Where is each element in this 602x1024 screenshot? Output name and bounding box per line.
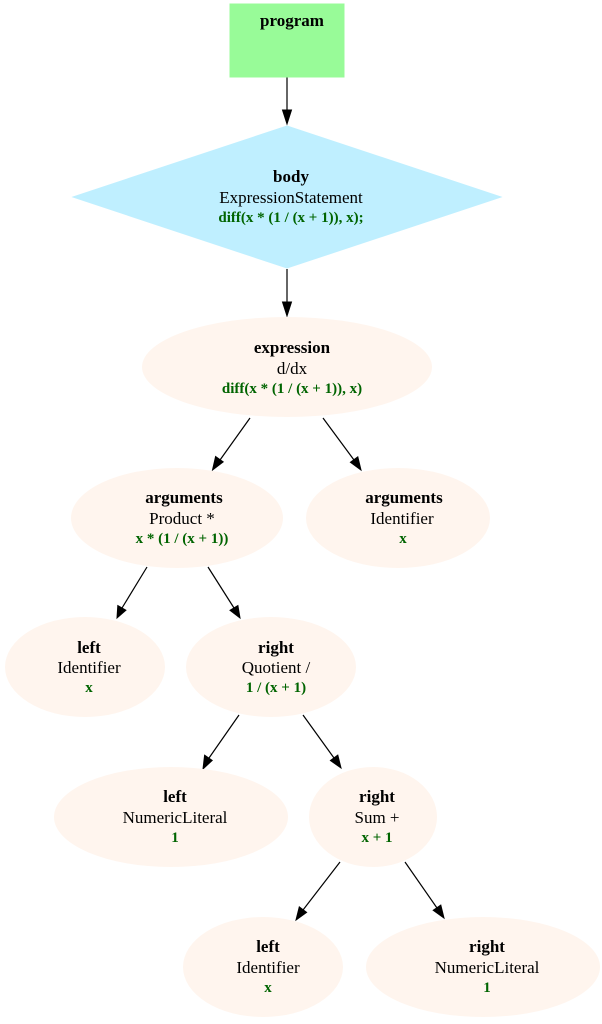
edge-sum-left — [295, 861, 341, 922]
node-left-identifier: left Identifier x — [5, 617, 165, 717]
node-program: program — [229, 3, 345, 78]
node-left-identifier-bottom: left Identifier x — [183, 917, 343, 1017]
node-right-quotient: right Quotient / 1 / (x + 1) — [186, 617, 356, 717]
node-kind: d/dx — [277, 359, 308, 378]
node-code: 1 — [171, 830, 179, 846]
node-code: x + 1 — [361, 830, 392, 846]
node-code: x — [85, 680, 93, 696]
body-diamond — [71, 125, 503, 269]
node-kind: NumericLiteral — [123, 808, 228, 827]
node-kind: Identifier — [236, 958, 300, 977]
edge-expression-arguments-product — [211, 417, 251, 472]
node-role: left — [163, 787, 187, 806]
node-kind: ExpressionStatement — [219, 188, 363, 207]
node-expression: expression d/dx diff(x * (1 / (x + 1)), … — [142, 317, 432, 417]
node-ellipse — [142, 317, 432, 417]
node-role: right — [469, 937, 505, 956]
edge-quotient-left — [202, 714, 240, 771]
node-right-sum: right Sum + x + 1 — [309, 767, 437, 867]
edge-product-left — [116, 566, 148, 620]
node-body: body ExpressionStatement diff(x * (1 / (… — [71, 125, 503, 269]
node-role: arguments — [365, 488, 443, 507]
node-ellipse — [309, 767, 437, 867]
node-role: left — [256, 937, 280, 956]
edge-sum-right — [404, 861, 445, 920]
edge-body-expression — [281, 269, 293, 318]
edge-quotient-right — [302, 714, 342, 770]
node-ellipse — [186, 617, 356, 717]
node-role: body — [273, 167, 309, 186]
node-code: diff(x * (1 / (x + 1)), x); — [218, 210, 363, 226]
node-role: left — [77, 638, 101, 657]
node-right-numeric: right NumericLiteral 1 — [366, 917, 600, 1017]
node-arguments-product: arguments Product * x * (1 / (x + 1)) — [71, 468, 283, 568]
node-kind: Quotient / — [242, 658, 311, 677]
node-kind: Identifier — [57, 658, 121, 677]
program-box — [229, 3, 345, 78]
node-role: right — [258, 638, 294, 657]
node-code: x * (1 / (x + 1)) — [136, 531, 229, 547]
node-code: x — [264, 980, 272, 996]
node-role: expression — [254, 338, 331, 357]
edge-expression-arguments-identifier — [322, 417, 362, 472]
node-role: arguments — [145, 488, 223, 507]
node-left-numeric: left NumericLiteral 1 — [54, 767, 288, 867]
node-ellipse — [54, 767, 288, 867]
node-code: 1 — [483, 980, 491, 996]
node-code: 1 / (x + 1) — [246, 680, 306, 696]
edge-program-body — [281, 77, 293, 126]
node-arguments-identifier: arguments Identifier x — [306, 468, 490, 568]
node-ellipse — [306, 468, 490, 568]
node-kind: NumericLiteral — [435, 958, 540, 977]
node-role: right — [359, 787, 395, 806]
node-ellipse — [183, 917, 343, 1017]
node-ellipse — [5, 617, 165, 717]
node-ellipse — [366, 917, 600, 1017]
node-kind: Identifier — [370, 509, 434, 528]
node-code: diff(x * (1 / (x + 1)), x) — [222, 381, 362, 397]
node-kind: Sum + — [354, 808, 399, 827]
node-ellipse — [71, 468, 283, 568]
node-role: program — [260, 11, 324, 30]
node-code: x — [399, 531, 407, 547]
edge-product-right — [207, 566, 241, 620]
edges — [116, 77, 445, 922]
node-kind: Product * — [149, 509, 215, 528]
